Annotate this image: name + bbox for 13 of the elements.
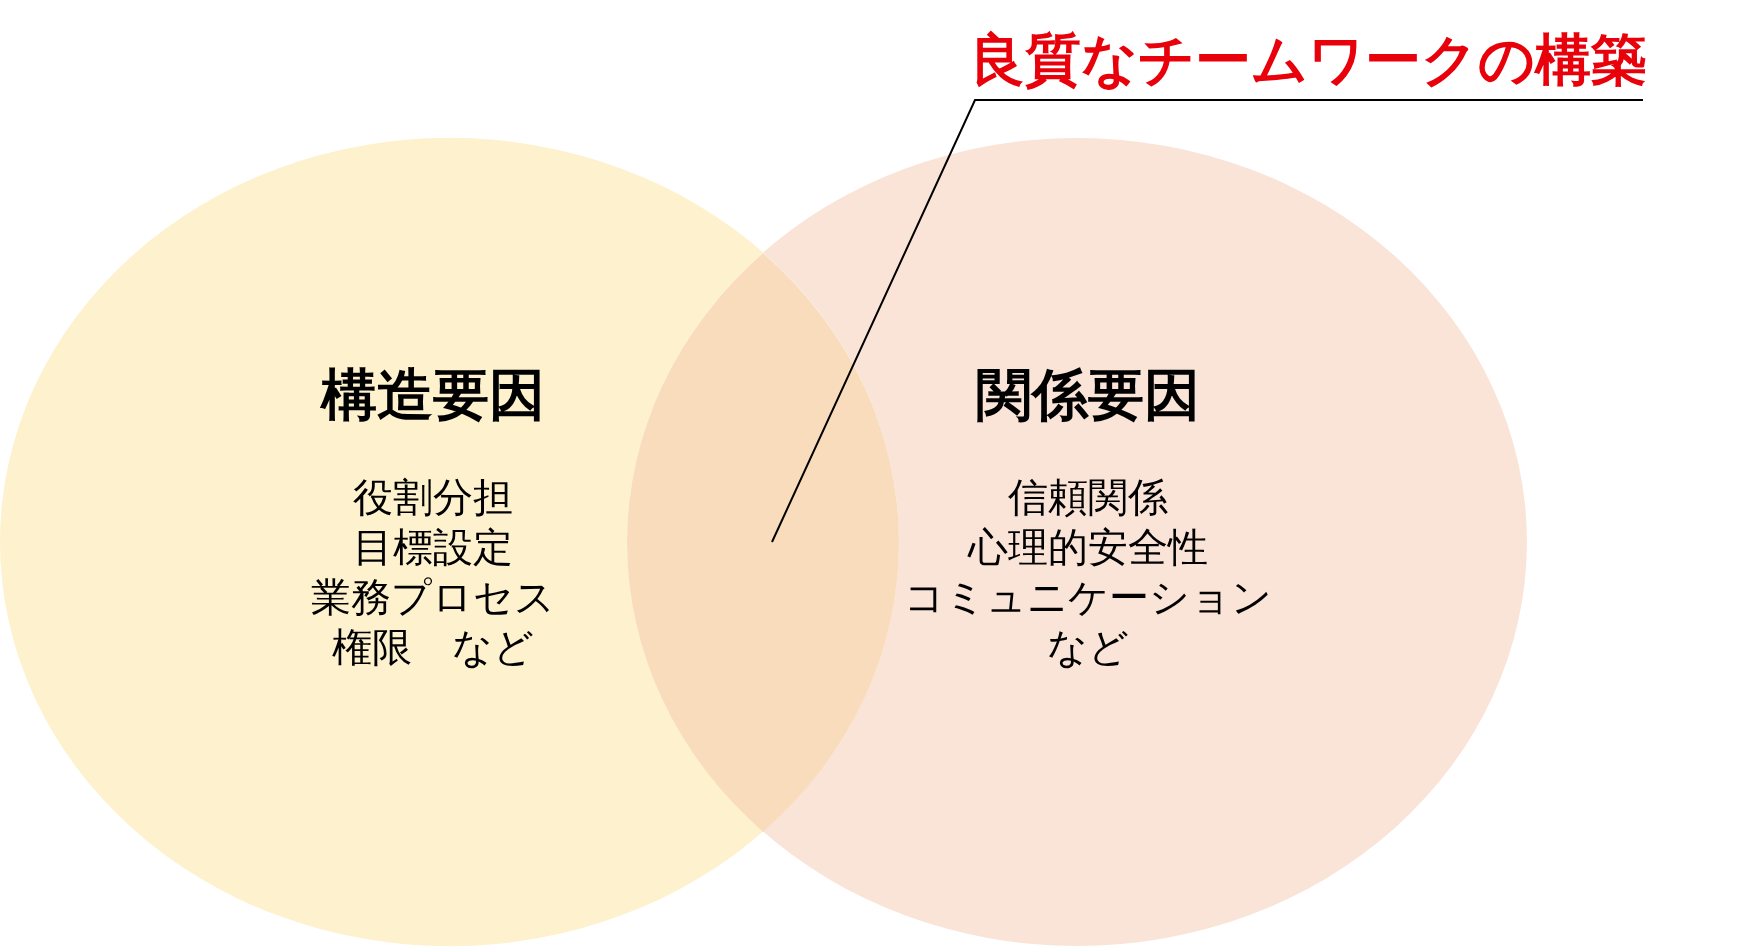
list-item: 目標設定 [352, 523, 514, 572]
list-item: 信頼関係 [1007, 473, 1169, 522]
list-item: 権限 など [331, 623, 535, 672]
list-item: など [1046, 623, 1130, 672]
list-item: 心理的安全性 [966, 523, 1209, 572]
overlap-region [627, 252, 899, 832]
leader-line [771, 99, 1644, 543]
list-item: 業務プロセス [310, 573, 556, 622]
list-item: 役割分担 [352, 473, 514, 522]
circle-heading: 関係要因 [975, 365, 1201, 425]
list-item: コミュニケーション [903, 573, 1273, 622]
callout-text: 良質なチームワークの構築 [968, 22, 1648, 100]
circle-heading: 構造要因 [319, 365, 546, 425]
